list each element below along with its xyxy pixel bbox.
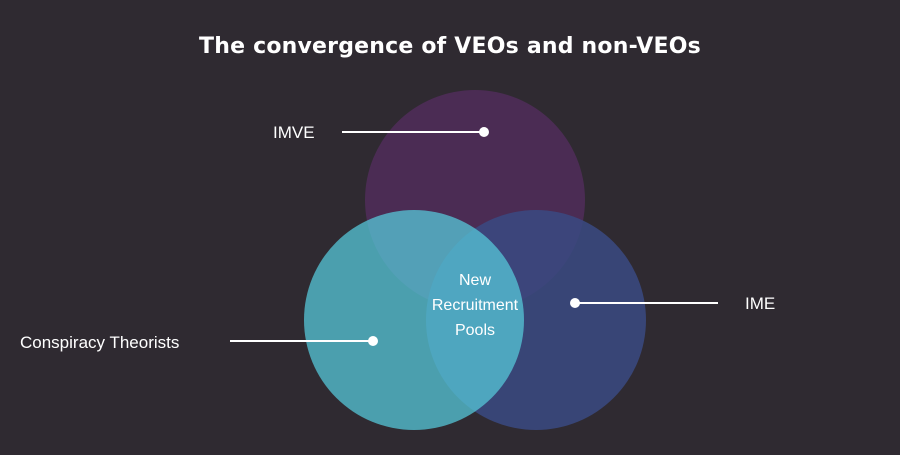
leader-ime: [570, 298, 718, 308]
leader-dot-ime: [570, 298, 580, 308]
center-label-line-2: Recruitment: [432, 297, 519, 314]
label-ime: IME: [745, 294, 775, 313]
leader-dot-imve: [479, 127, 489, 137]
diagram-title: The convergence of VEOs and non-VEOs: [199, 34, 701, 59]
center-label-line-3: Pools: [455, 322, 495, 339]
leader-conspiracy-theorists: [230, 336, 378, 346]
circle-conspiracy-theorists: [304, 210, 524, 430]
label-conspiracy-theorists: Conspiracy Theorists: [20, 333, 179, 352]
center-label-line-1: New: [459, 272, 491, 289]
leader-dot-conspiracy: [368, 336, 378, 346]
label-imve: IMVE: [273, 123, 315, 142]
leader-imve: [342, 127, 489, 137]
